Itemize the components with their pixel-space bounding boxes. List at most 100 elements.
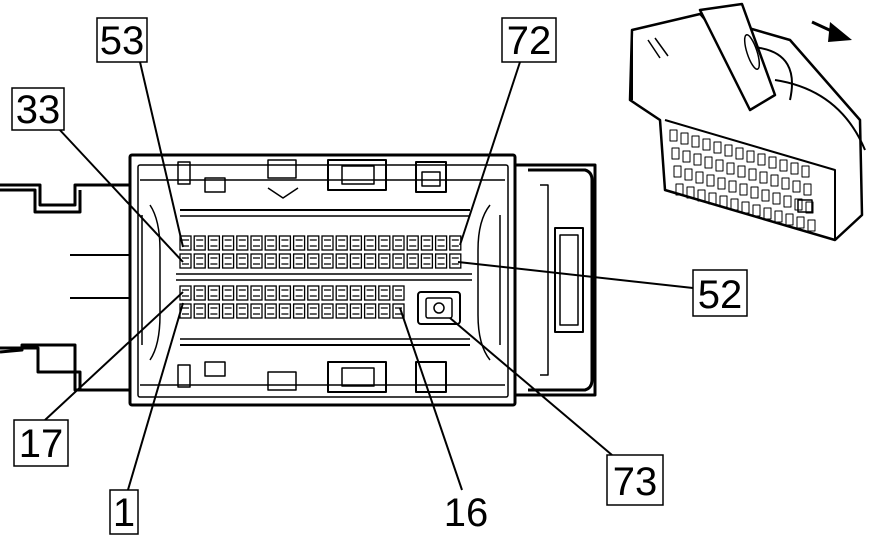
pin-cavity-detail — [267, 239, 275, 247]
pin-cavity-detail — [324, 289, 331, 297]
perspective-pin — [684, 168, 693, 181]
perspective-pin — [671, 147, 680, 160]
pin-cavity — [221, 253, 235, 269]
pin-cavity — [292, 303, 306, 319]
pin-cavity — [264, 253, 277, 269]
pin-cavity — [307, 253, 320, 269]
pin-cavity-detail — [238, 307, 246, 315]
callout-52: 52 — [692, 269, 748, 317]
pin-cavity — [406, 235, 419, 251]
pin-73-cavity — [417, 291, 461, 325]
leader-52 — [457, 261, 694, 289]
perspective-pin — [790, 162, 799, 175]
pin-cavity-detail — [238, 257, 246, 265]
pin-cavity-detail — [338, 239, 346, 247]
pin-cavity-detail — [338, 307, 346, 315]
pin-cavity — [250, 303, 263, 319]
pin-cavity-detail — [281, 257, 289, 265]
pin-cavity — [207, 303, 221, 319]
pin-cavity — [392, 235, 405, 251]
pin-cavity — [406, 253, 419, 269]
pin-cavity-detail — [324, 239, 331, 247]
pin-cavity — [363, 235, 377, 251]
pin-cavity-detail — [210, 307, 218, 315]
pin-cavity-detail — [352, 257, 360, 265]
pin-cavity-detail — [281, 289, 289, 297]
pin-cavity — [434, 235, 448, 251]
pin-cavity — [420, 235, 434, 251]
leader-33 — [57, 127, 184, 263]
pin-cavity — [179, 253, 192, 269]
pin-cavity-detail — [395, 239, 402, 247]
pin-cavity — [264, 303, 277, 319]
perspective-pin — [693, 153, 702, 166]
perspective-pin — [717, 177, 726, 190]
perspective-pin — [801, 165, 810, 178]
pin-cavity-detail — [210, 289, 218, 297]
leader-16 — [399, 307, 463, 491]
pin-cavity-detail — [253, 257, 260, 265]
pin-cavity — [307, 285, 320, 301]
pin-cavity — [449, 253, 462, 269]
pin-cavity-detail — [210, 239, 218, 247]
pin-cavity — [363, 303, 377, 319]
perspective-pin — [752, 204, 761, 217]
pin-cavity-detail — [238, 239, 246, 247]
pin-cavity — [363, 285, 377, 301]
pin-cavity-detail — [196, 307, 204, 315]
pin-cavity-detail — [338, 257, 346, 265]
perspective-pin — [686, 186, 695, 199]
perspective-pin — [783, 195, 792, 208]
pin-cavity-detail — [409, 257, 417, 265]
pin-cavity-detail — [267, 257, 275, 265]
pin-cavity — [335, 253, 348, 269]
perspective-pin — [695, 171, 704, 184]
perspective-pin — [805, 201, 814, 214]
callout-17: 17 — [13, 419, 69, 467]
pin-cavity — [221, 235, 235, 251]
perspective-pin — [708, 192, 717, 205]
perspective-pin — [761, 189, 770, 202]
perspective-pin — [702, 138, 711, 151]
pin-cavity-detail — [324, 257, 331, 265]
perspective-pin — [697, 189, 706, 202]
perspective-pin — [803, 183, 812, 196]
perspective-pin — [759, 171, 768, 184]
pin-cavity-detail — [409, 239, 417, 247]
leader-53 — [139, 61, 184, 248]
pin-cavity-detail — [253, 239, 260, 247]
pin-cavity-detail — [380, 239, 388, 247]
pin-cavity — [221, 285, 235, 301]
pin-cavity-detail — [366, 289, 374, 297]
perspective-pin — [719, 195, 728, 208]
perspective-pin — [807, 219, 816, 232]
arrow-right-icon — [811, 20, 852, 42]
pin-cavity-detail — [196, 239, 204, 247]
leader-1 — [124, 302, 184, 501]
perspective-pin — [669, 129, 678, 142]
perspective-pin — [675, 183, 684, 196]
pin-cavity — [434, 253, 448, 269]
pin-cavity — [392, 303, 405, 319]
pin-cavity-detail — [295, 239, 303, 247]
perspective-pin — [673, 165, 682, 178]
perspective-pin — [730, 198, 739, 211]
pin-cavity-detail — [437, 239, 445, 247]
pin-cavity-detail — [196, 257, 204, 265]
callout-73: 73 — [606, 454, 664, 506]
perspective-pin — [794, 198, 803, 211]
leader-lines — [44, 61, 694, 501]
perspective-pin — [757, 153, 766, 166]
connector-housing-icon — [0, 153, 597, 407]
pin-cavity — [278, 253, 292, 269]
pin-cavity — [392, 285, 405, 301]
pin-cavity — [221, 303, 235, 319]
perspective-pin — [737, 165, 746, 178]
callout-33: 33 — [11, 87, 65, 132]
pin-cavity-detail — [352, 239, 360, 247]
perspective-pin — [785, 213, 794, 226]
callout-1-label: 1 — [113, 491, 135, 535]
pin-cavity — [321, 285, 334, 301]
pin-cavity — [236, 253, 249, 269]
